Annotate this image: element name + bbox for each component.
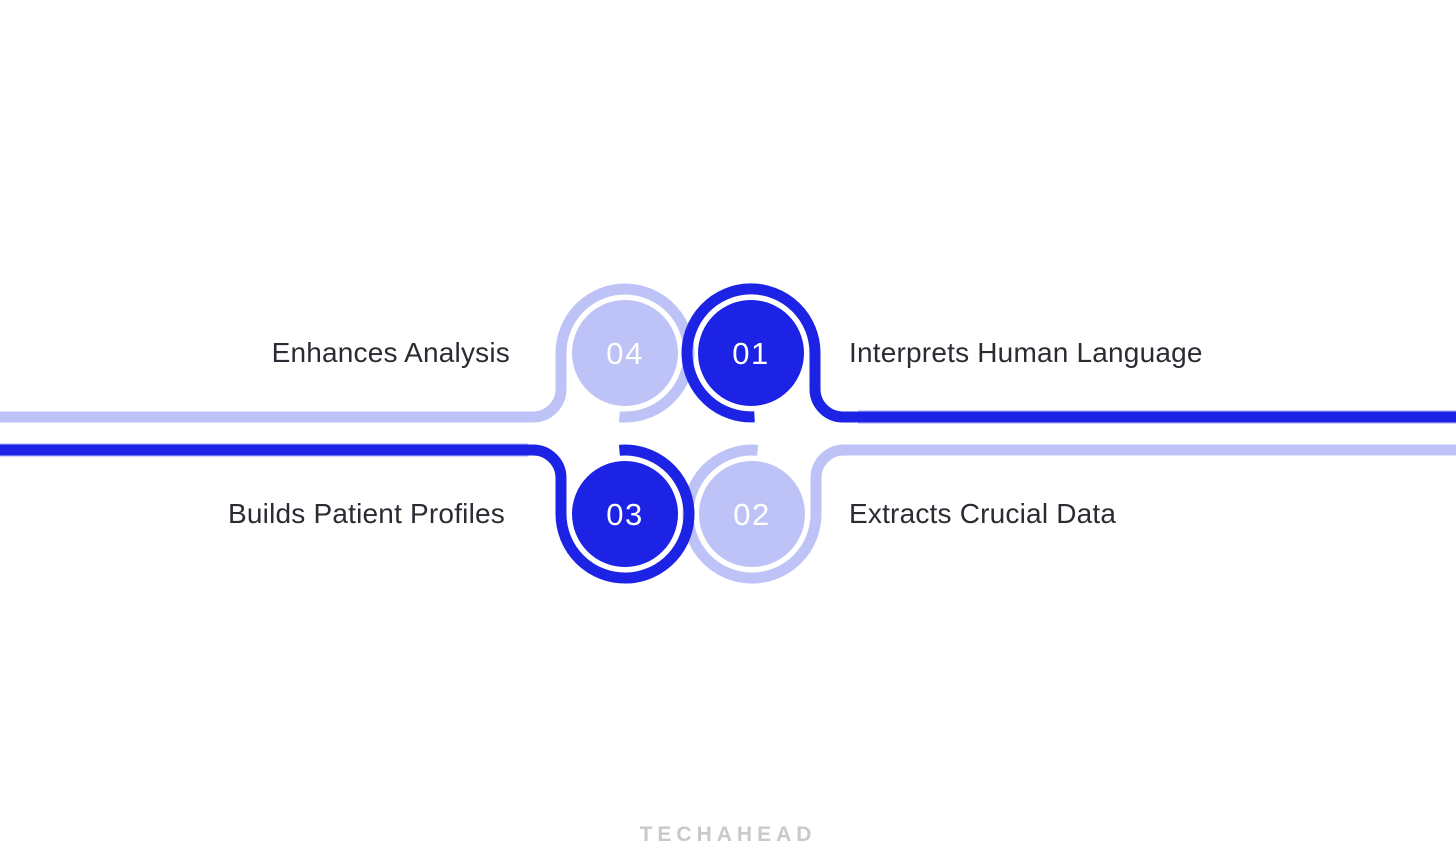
ribbon-03 — [0, 444, 695, 584]
step-circle-04: 04 — [572, 300, 678, 406]
step-circle-01: 01 — [698, 300, 804, 406]
ribbon-02 — [682, 444, 1456, 584]
step-circle-03: 03 — [572, 461, 678, 567]
brand-watermark: TECHAHEAD — [639, 823, 817, 846]
step-number-03: 03 — [606, 496, 644, 532]
step-number-02: 02 — [733, 496, 771, 532]
step-label-01: Interprets Human Language — [849, 337, 1203, 368]
step-number-01: 01 — [732, 335, 770, 371]
step-number-04: 04 — [606, 335, 644, 371]
step-circle-02: 02 — [699, 461, 805, 567]
step-label-03: Builds Patient Profiles — [228, 498, 505, 529]
step-label-04: Enhances Analysis — [271, 337, 510, 368]
ribbon-04 — [0, 283, 695, 423]
ribbon-01 — [681, 283, 1456, 423]
step-label-02: Extracts Crucial Data — [849, 498, 1117, 529]
